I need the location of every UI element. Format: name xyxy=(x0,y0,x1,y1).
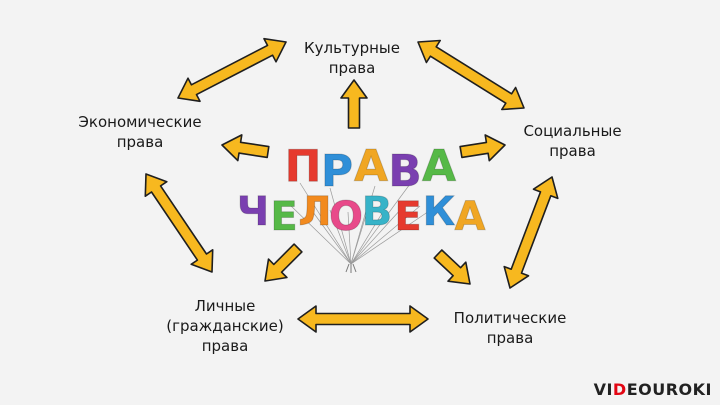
balloon-string xyxy=(350,205,421,265)
node-economic-line1: Экономические xyxy=(78,113,202,131)
node-economic-line2: права xyxy=(116,133,164,151)
title-letter: А xyxy=(354,141,388,192)
node-cultural-line1: Культурные xyxy=(304,39,400,57)
videouroki-logo: VIDEOUROKI xyxy=(594,380,712,399)
arrow-center-social xyxy=(459,134,506,162)
title-letter: О xyxy=(329,194,363,240)
arrow-personal-political xyxy=(297,305,429,333)
brand-part1: VI xyxy=(593,380,613,399)
arrow-center-personal xyxy=(264,243,303,282)
brand-accent: D xyxy=(612,380,627,399)
balloon-string xyxy=(350,183,411,265)
node-personal-line3: права xyxy=(201,337,249,355)
arrow-center-economic xyxy=(221,134,270,162)
title-letter: В xyxy=(362,189,393,235)
node-social-line2: права xyxy=(549,142,596,160)
node-cultural-line2: права xyxy=(328,59,376,77)
balloon-string xyxy=(299,182,352,265)
title-letter: Е xyxy=(270,194,297,240)
brand-part2: EOUROKI xyxy=(626,380,712,399)
arrow-social-political xyxy=(503,176,559,289)
arrow-economic-cultural xyxy=(177,37,287,103)
node-social: Социальные права xyxy=(500,121,645,161)
arrow-cultural-social xyxy=(417,39,525,111)
balloon-knot xyxy=(345,263,357,273)
balloon-string xyxy=(329,209,352,265)
node-personal-line2: (гражданские) xyxy=(166,317,284,335)
balloon-strings xyxy=(289,182,439,273)
balloon-string xyxy=(289,204,352,265)
title-letter: А xyxy=(455,194,486,240)
node-cultural: Культурные права xyxy=(282,38,422,78)
title-letter: Ч xyxy=(237,189,269,235)
balloon-string xyxy=(347,211,352,265)
node-personal-line1: Личные xyxy=(194,297,256,315)
title-letter: Р xyxy=(321,146,353,197)
balloon-string xyxy=(309,207,352,265)
title-letter: В xyxy=(388,146,422,197)
balloon-string xyxy=(329,187,352,265)
arrow-center-political xyxy=(433,249,471,285)
balloon-string xyxy=(350,207,403,265)
node-economic: Экономические права xyxy=(55,112,225,152)
title-letter: К xyxy=(423,189,456,235)
title-letter: П xyxy=(285,141,322,192)
balloon-string xyxy=(350,185,376,265)
arrow-economic-personal xyxy=(144,173,214,273)
arrows-group xyxy=(144,37,559,333)
title-letter: А xyxy=(422,141,456,192)
node-political: Политические права xyxy=(430,308,590,348)
balloon-string xyxy=(350,209,385,265)
title-letter: Е xyxy=(394,194,421,240)
node-social-line1: Социальные xyxy=(523,122,622,140)
balloon-string xyxy=(350,204,439,265)
node-political-line2: права xyxy=(486,329,534,347)
arrow-center-cultural xyxy=(340,79,368,129)
title-letter: Л xyxy=(298,189,331,235)
node-personal: Личные (гражданские) права xyxy=(150,296,300,356)
node-political-line1: Политические xyxy=(453,309,567,327)
